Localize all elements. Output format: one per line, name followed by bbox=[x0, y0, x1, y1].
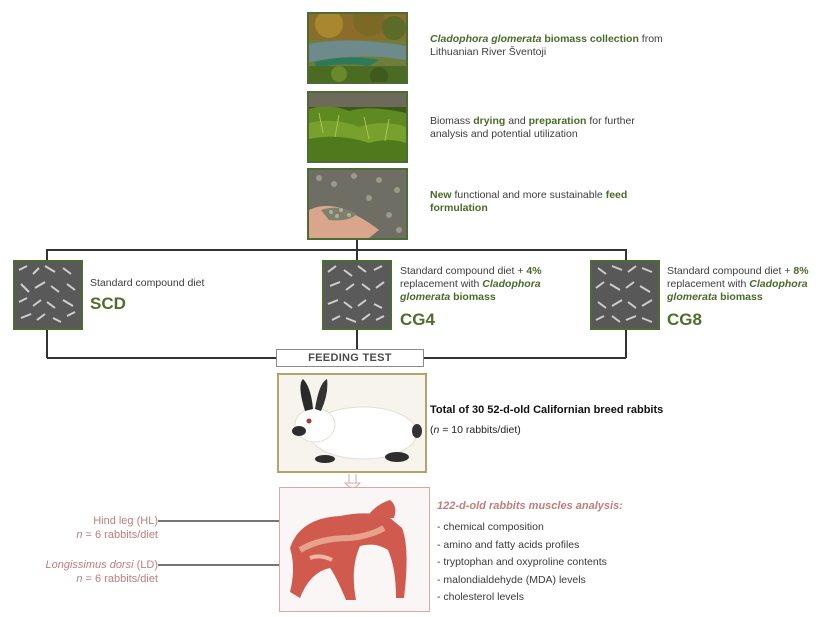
diet-cg4-code: CG4 bbox=[400, 310, 435, 330]
river-photo bbox=[307, 12, 408, 84]
diet-cg8-text: Standard compound diet + 8% replacement … bbox=[667, 265, 809, 304]
rabbits-n-text: (n = 10 rabbits/diet) bbox=[430, 424, 521, 437]
list-item: - tryptophan and oxyproline contents bbox=[437, 554, 607, 572]
analysis-list: - chemical composition - amino and fatty… bbox=[437, 519, 607, 607]
diet-scd-code: SCD bbox=[90, 294, 126, 314]
diet-cg4-text: Standard compound diet + 4% replacement … bbox=[400, 265, 542, 304]
list-item: - malondialdehyde (MDA) levels bbox=[437, 572, 607, 590]
cg4-pellets-photo bbox=[322, 260, 392, 330]
list-item: - chemical composition bbox=[437, 519, 607, 537]
rabbit-photo bbox=[277, 373, 427, 473]
diet-cg8-code: CG8 bbox=[667, 310, 702, 330]
step-formulation-text: New functional and more sustainable feed… bbox=[430, 189, 627, 215]
step-drying-text: Biomass drying and preparation for furth… bbox=[430, 115, 635, 141]
analysis-title: 122-d-old rabbits muscles analysis: bbox=[437, 500, 623, 512]
rabbit-carcass-photo bbox=[279, 487, 430, 612]
rabbits-title: Total of 30 52-d-old Californian breed r… bbox=[430, 404, 663, 417]
scd-pellets-photo bbox=[13, 260, 83, 330]
feeding-test-label: FEEDING TEST bbox=[276, 349, 424, 367]
cg8-pellets-photo bbox=[590, 260, 660, 330]
feed-in-hand-photo bbox=[307, 168, 408, 240]
list-item: - amino and fatty acids profiles bbox=[437, 537, 607, 555]
list-item: - cholesterol levels bbox=[437, 589, 607, 607]
algae-drying-photo bbox=[307, 91, 408, 163]
hind-leg-label: Hind leg (HL) n = 6 rabbits/diet bbox=[70, 514, 158, 542]
diet-scd-text: Standard compound diet bbox=[90, 277, 204, 290]
longissimus-dorsi-label: Longissimus dorsi (LD) n = 6 rabbits/die… bbox=[30, 558, 158, 586]
step-collection-text: Cladophora glomerata biomass collection … bbox=[430, 33, 663, 59]
